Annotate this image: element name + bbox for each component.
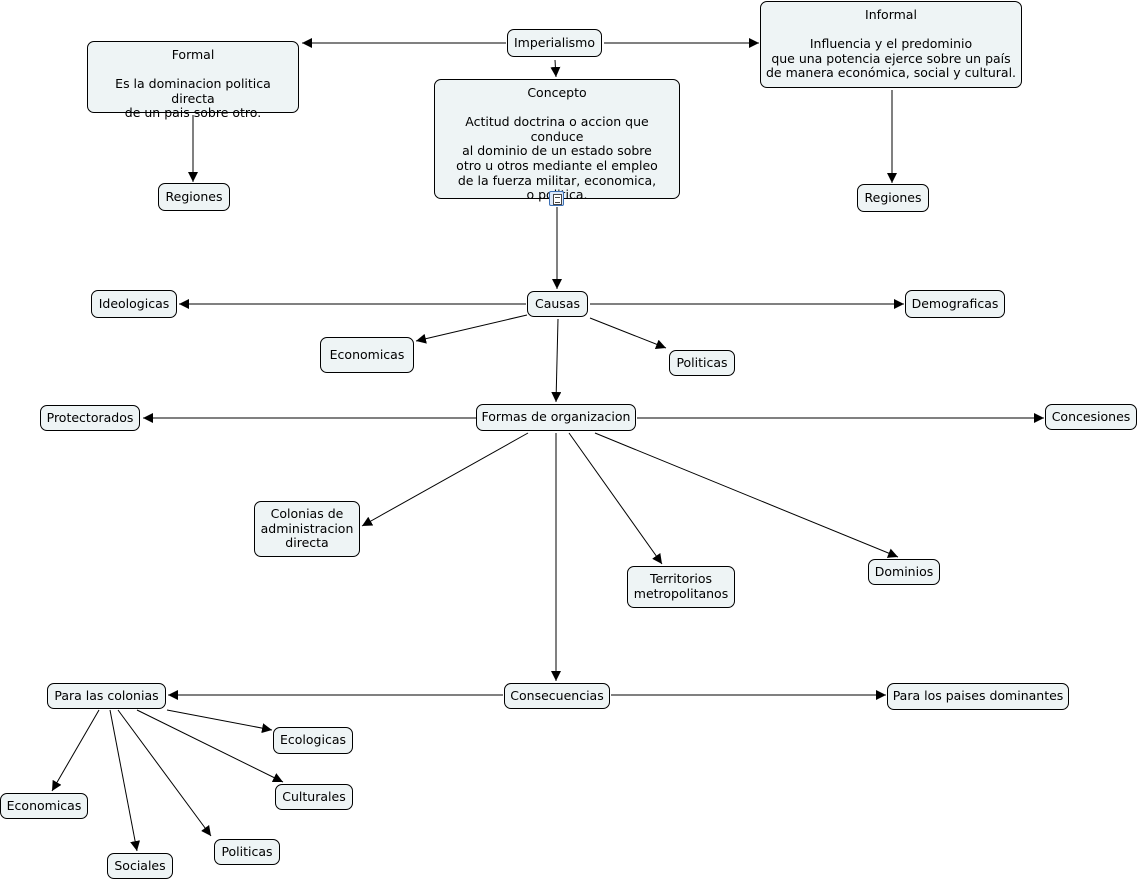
node-concepto-text: Actitud doctrina o accion que conduce al…	[456, 114, 658, 203]
edge-formas-territorios	[568, 432, 663, 565]
node-concesiones-label: Concesiones	[1051, 408, 1131, 424]
node-consecuencias[interactable]: Consecuencias	[504, 683, 610, 709]
edge-causas-economicas	[415, 314, 528, 344]
node-economicas-cons-label: Economicas	[6, 797, 82, 813]
edge-formas-colonias	[361, 432, 529, 527]
node-consecuencias-label: Consecuencias	[510, 687, 604, 703]
node-concepto[interactable]: Concepto Actitud doctrina o accion que c…	[434, 79, 680, 202]
node-protectorados[interactable]: Protectorados	[40, 405, 140, 431]
edge-colonias-sociales	[109, 709, 141, 852]
node-imperialismo-label: Imperialismo	[513, 34, 596, 50]
node-economicas-causa[interactable]: Economicas	[320, 337, 414, 373]
node-culturales-label: Culturales	[282, 788, 346, 804]
node-demograficas-label: Demograficas	[911, 295, 999, 311]
node-formal[interactable]: Formal Es la dominacion politica directa…	[87, 41, 299, 120]
node-causas-label: Causas	[535, 295, 580, 311]
node-economicas-causa-label: Economicas	[329, 346, 405, 362]
node-regiones-right[interactable]: Regiones	[857, 184, 929, 212]
node-causas[interactable]: Causas	[527, 291, 588, 317]
document-icon[interactable]	[549, 191, 564, 206]
node-regiones-right-label: Regiones	[864, 189, 922, 205]
node-economicas-cons[interactable]: Economicas	[0, 793, 88, 819]
node-ecologicas[interactable]: Ecologicas	[273, 727, 353, 754]
node-dominios-label: Dominios	[874, 563, 934, 579]
edge-colonias-politicas	[117, 709, 212, 837]
node-para-paises[interactable]: Para los paises dominantes	[887, 683, 1069, 710]
node-demograficas[interactable]: Demograficas	[905, 290, 1005, 318]
node-informal-title: Informal	[865, 7, 917, 22]
edge-colonias-ecologicas	[166, 709, 273, 734]
node-colonias[interactable]: Colonias de administracion directa	[254, 501, 360, 557]
edge-formas-dominios	[594, 432, 899, 558]
node-concepto-title: Concepto	[527, 85, 587, 100]
node-regiones-left-label: Regiones	[165, 188, 223, 204]
node-sociales[interactable]: Sociales	[107, 853, 173, 879]
node-formal-title: Formal	[171, 47, 215, 62]
node-para-paises-label: Para los paises dominantes	[892, 688, 1064, 704]
node-ideologicas-label: Ideologicas	[98, 295, 170, 311]
node-dominios[interactable]: Dominios	[868, 559, 940, 585]
node-politicas-cons-label: Politicas	[221, 843, 273, 859]
node-politicas-cons[interactable]: Politicas	[214, 839, 280, 865]
edge-imperialismo-concepto	[550, 59, 561, 78]
node-formal-text: Es la dominacion politica directa de un …	[115, 76, 271, 121]
node-para-colonias-label: Para las colonias	[54, 687, 159, 703]
node-concesiones[interactable]: Concesiones	[1045, 404, 1137, 430]
node-politicas-causa-label: Politicas	[676, 354, 728, 370]
node-territorios[interactable]: Territorios metropolitanos	[627, 566, 735, 608]
node-culturales[interactable]: Culturales	[275, 784, 353, 810]
node-sociales-label: Sociales	[114, 857, 166, 873]
node-colonias-label: Colonias de administracion directa	[260, 506, 354, 551]
node-imperialismo[interactable]: Imperialismo	[507, 29, 602, 57]
edge-colonias-economicas	[51, 709, 100, 792]
node-protectorados-label: Protectorados	[46, 409, 134, 425]
node-politicas-causa[interactable]: Politicas	[669, 350, 735, 376]
node-territorios-label: Territorios metropolitanos	[633, 571, 729, 601]
node-para-colonias[interactable]: Para las colonias	[47, 683, 166, 709]
edge-colonias-culturales	[136, 709, 284, 783]
edge-causas-formas	[551, 318, 562, 403]
node-informal-text: Influencia y el predominio que una poten…	[765, 36, 1017, 81]
node-formas-label: Formas de organizacion	[481, 409, 631, 425]
node-ecologicas-label: Ecologicas	[280, 732, 346, 748]
node-formas[interactable]: Formas de organizacion	[476, 404, 636, 431]
node-ideologicas[interactable]: Ideologicas	[91, 290, 177, 318]
node-regiones-left[interactable]: Regiones	[158, 183, 230, 211]
edge-causas-politicas	[589, 317, 667, 349]
node-informal[interactable]: Informal Influencia y el predominio que …	[760, 1, 1022, 88]
